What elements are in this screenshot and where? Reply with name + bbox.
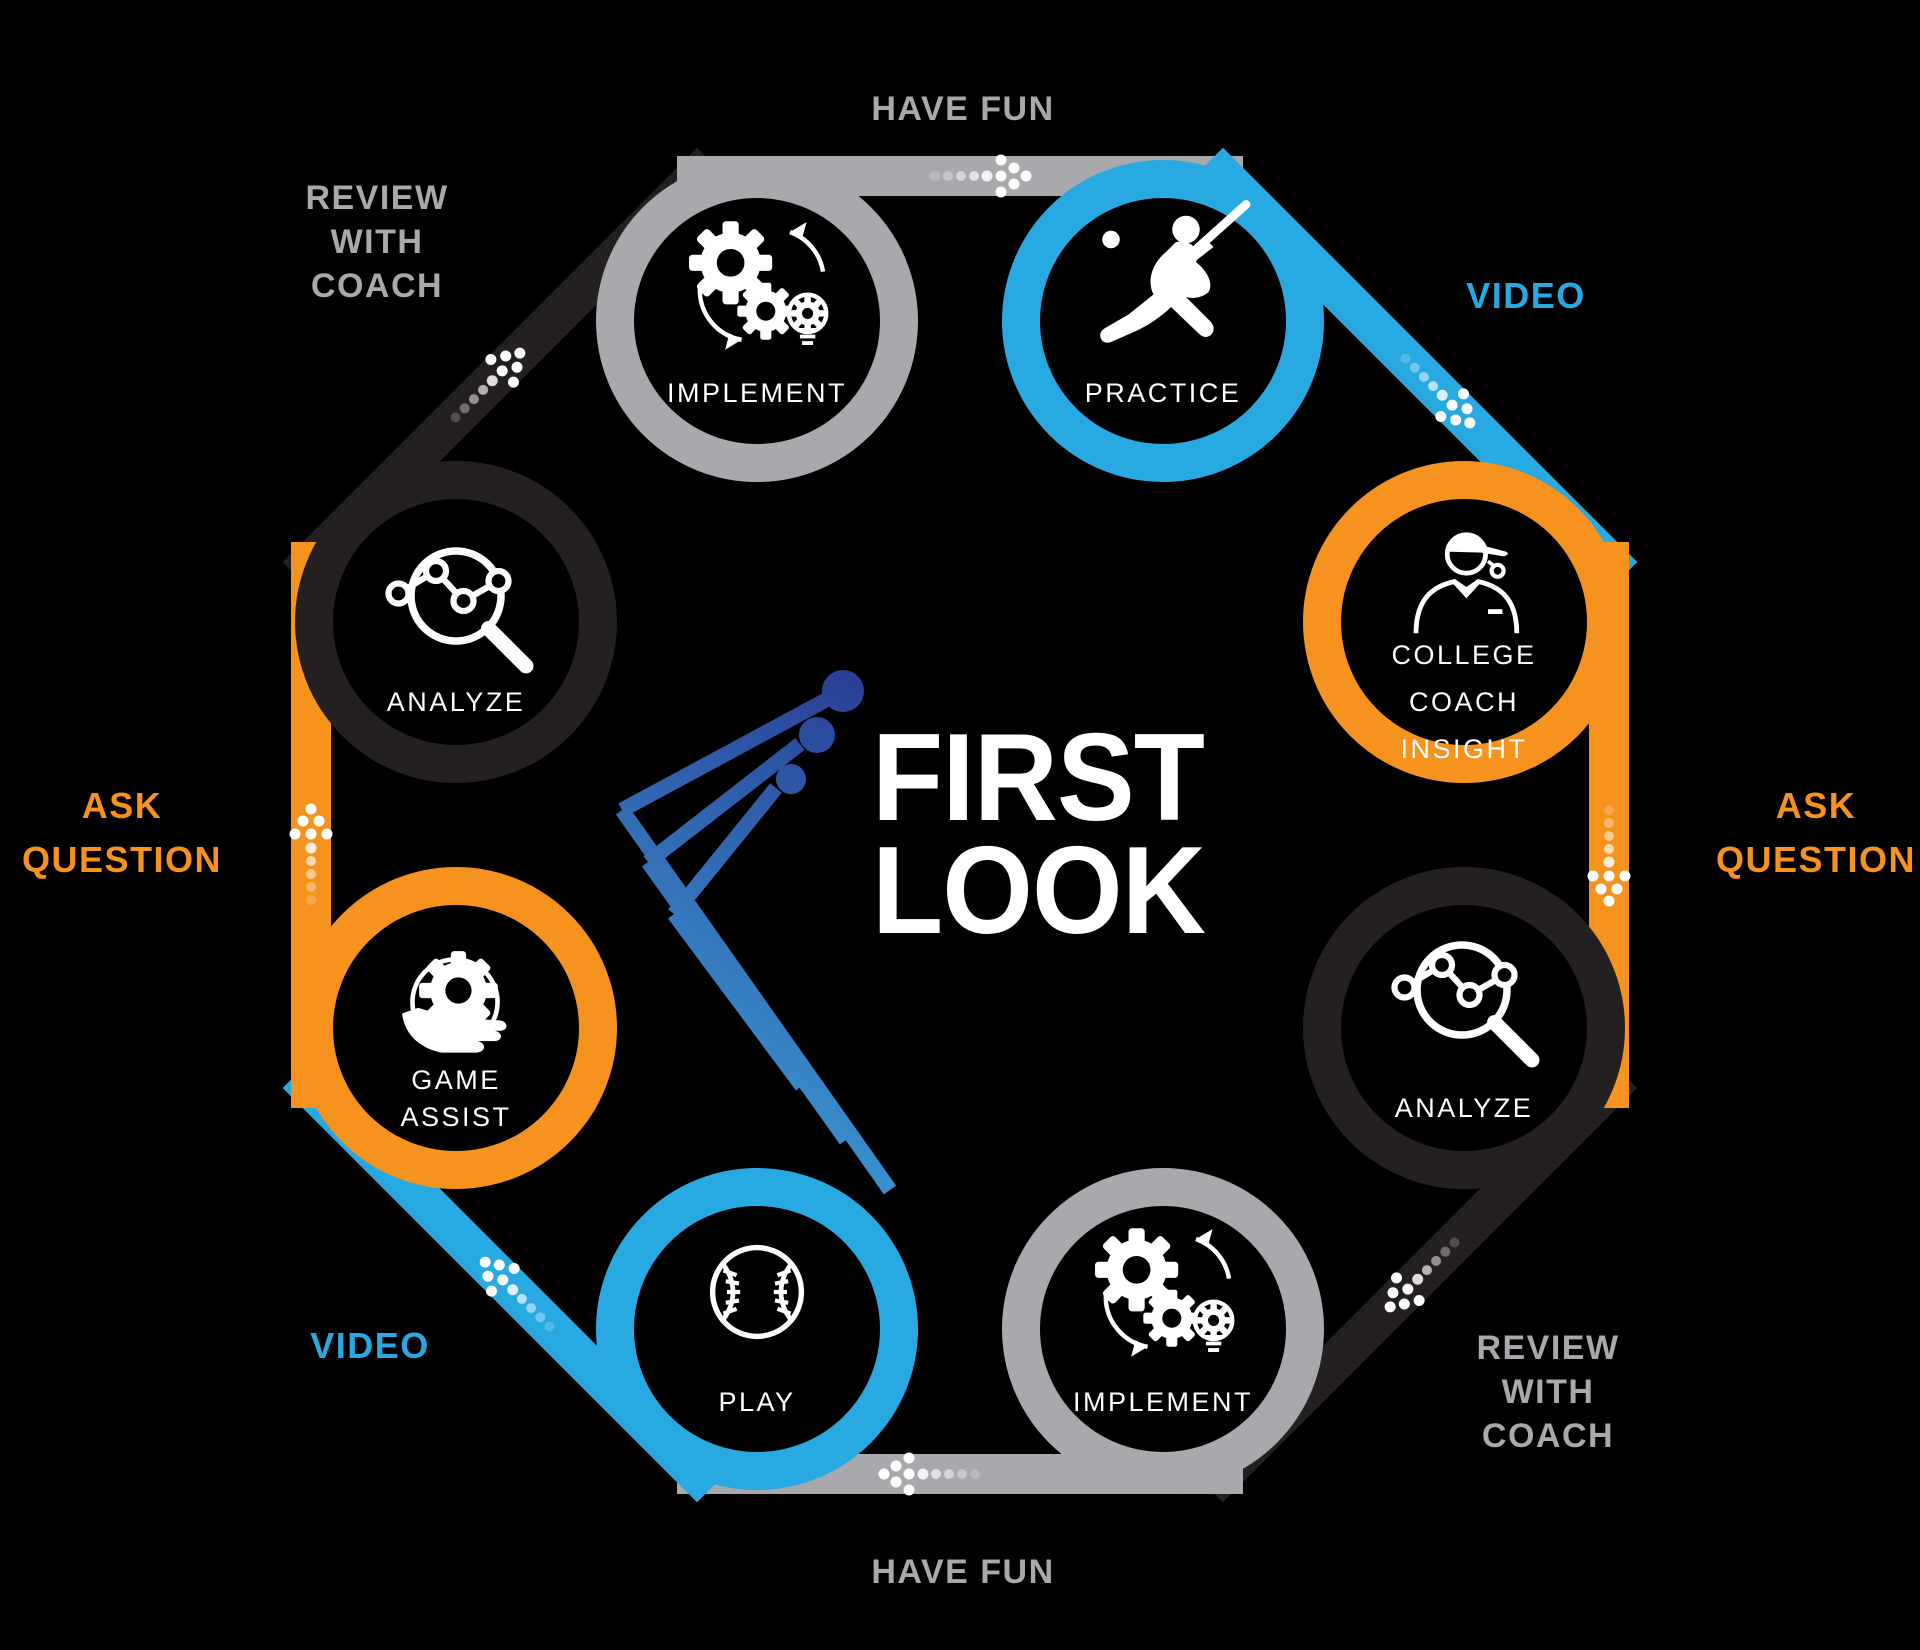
- node-label-college-coach-insight: COLLEGE COACH INSIGHT: [1391, 640, 1537, 764]
- ring-practice: [1002, 160, 1324, 482]
- node-label-analyze-left: ANALYZE: [386, 687, 526, 717]
- node-label-implement-top: IMPLEMENT: [666, 378, 848, 408]
- path-label-review-with-coach-bottom-right: REVIEW WITH COACH: [1476, 1329, 1620, 1455]
- path-label-review-with-coach-top-left: REVIEW WITH COACH: [305, 179, 449, 305]
- path-label-ask-question-left: ASK QUESTION: [21, 785, 222, 880]
- node-label-implement-bottom: IMPLEMENT: [1072, 1387, 1254, 1417]
- path-label-have-fun-bottom: HAVE FUN: [871, 1553, 1055, 1591]
- path-label-video-bottom-left: VIDEO: [310, 1325, 430, 1366]
- logo-wordmark: FIRST LOOK: [872, 709, 1206, 960]
- logo-line-first: FIRST: [872, 709, 1205, 847]
- logo-line-look: LOOK: [872, 822, 1206, 960]
- node-label-play: PLAY: [718, 1387, 796, 1417]
- path-label-have-fun-top: HAVE FUN: [871, 90, 1055, 128]
- ring-analyze-right: [1303, 867, 1625, 1189]
- path-label-video-top-right: VIDEO: [1466, 275, 1586, 316]
- first-look-logo-mark: [615, 670, 897, 1195]
- node-label-game-assist: GAME ASSIST: [400, 1065, 512, 1132]
- path-label-ask-question-right: ASK QUESTION: [1715, 785, 1916, 880]
- ring-analyze-left: [295, 461, 617, 783]
- ring-play: [596, 1168, 918, 1490]
- node-label-analyze-right: ANALYZE: [1394, 1093, 1534, 1123]
- node-label-practice: PRACTICE: [1084, 378, 1242, 408]
- ring-college-coach-insight: [1303, 461, 1625, 783]
